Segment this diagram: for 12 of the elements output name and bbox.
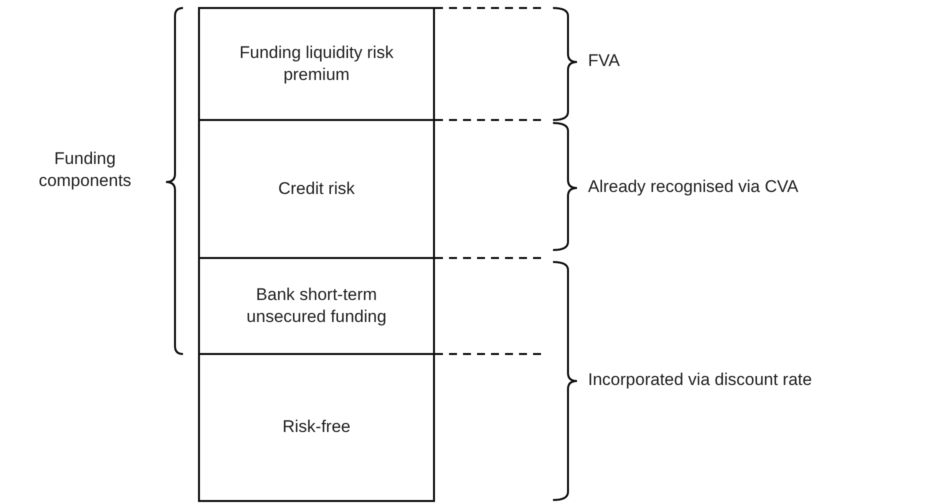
group-label: Funding components <box>38 148 132 192</box>
layer-label: Funding liquidity risk premium <box>238 42 394 86</box>
brace-label: Incorporated via discount rate <box>588 369 813 391</box>
stacked-layer-box <box>198 257 435 355</box>
brace-label: FVA <box>588 50 621 72</box>
stacked-layer-box <box>198 353 435 502</box>
stacked-layer-box <box>198 119 435 259</box>
stacked-layer-box <box>198 7 435 121</box>
brace-label: Already recognised via CVA <box>588 176 800 198</box>
layer-label: Bank short-term unsecured funding <box>246 284 388 328</box>
layer-label: Risk-free <box>282 416 350 438</box>
layer-label: Credit risk <box>278 178 355 200</box>
